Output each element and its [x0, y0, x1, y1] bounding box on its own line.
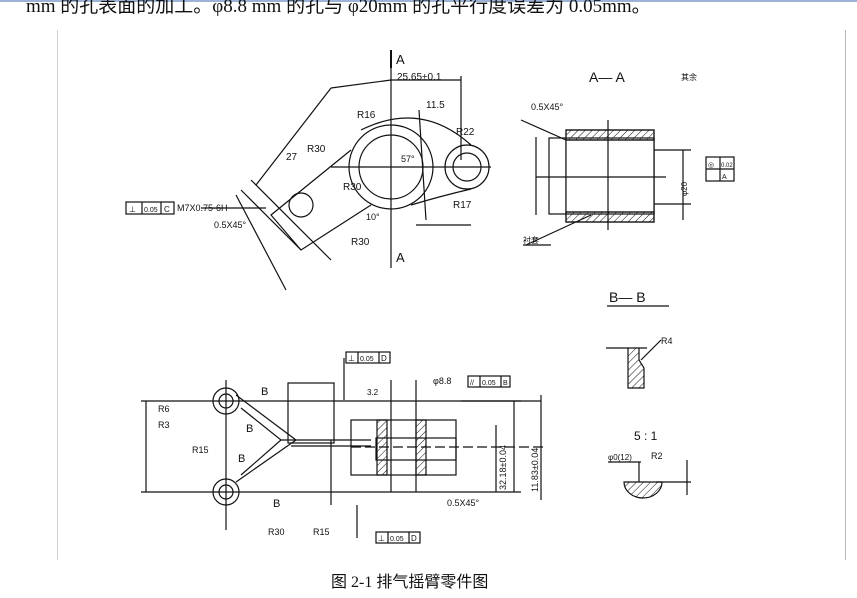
bottom-tol-datum: D	[411, 534, 417, 543]
parallel-value: 0.05	[482, 380, 496, 387]
bottom-chamfer: 0.5X45°	[447, 498, 480, 508]
dim-center-distance: 25.65±0.1	[397, 72, 442, 83]
dim-r30-c: R30	[351, 237, 370, 248]
detail-radius: R2	[651, 451, 663, 461]
dim-r15-a: R15	[192, 445, 209, 455]
bottom-tol-symbol: ⊥	[378, 534, 385, 543]
section-bb-title: B— B	[609, 289, 646, 305]
dim-r17: R17	[453, 200, 472, 211]
dim-phi-8-8: φ8.8	[433, 376, 451, 386]
aa-tol-value: 0.02	[721, 163, 733, 169]
dim-angle-57: 57°	[401, 154, 415, 164]
section-aa-title: A— A	[589, 69, 625, 85]
section-b-b: B— B R4 5 : 1 φ0(12) R2	[606, 289, 691, 499]
engineering-drawing: A A 25.65±0.1 11.5 R16 R22 R30 R30 R30 R…	[125, 50, 735, 544]
dim-27: 27	[286, 152, 298, 163]
aa-chamfer: 0.5X45°	[531, 102, 564, 112]
tol-symbol: ⊥	[129, 205, 136, 214]
b-label-2: B	[246, 423, 253, 435]
dim-r30-a: R30	[307, 144, 326, 155]
bb-radius: R4	[661, 336, 673, 346]
bottom-tol-value: 0.05	[390, 536, 404, 543]
top-tol-symbol: ⊥	[348, 354, 355, 363]
dim-r6: R6	[158, 404, 170, 414]
aa-tol-symbol: ◎	[708, 162, 714, 169]
page-top-rule	[0, 0, 857, 2]
dim-angle-10: 10°	[366, 212, 380, 222]
main-view: A A 25.65±0.1 11.5 R16 R22 R30 R30 R30 R…	[125, 50, 491, 291]
part-drawing-figure: A A 25.65±0.1 11.5 R16 R22 R30 R30 R30 R…	[57, 30, 846, 560]
bottom-view: B B B B R6 R3 R15 R30 R15 32.18±0.04 11.…	[141, 351, 546, 544]
section-a-a: A— A 其余 0.5X45° 衬套 φ20 ◎ 0.02 A	[520, 69, 735, 246]
tol-value: 0.05	[144, 207, 158, 214]
aa-tol-datum: A	[722, 174, 727, 181]
chamfer-callout: 0.5X45°	[214, 220, 247, 230]
parallel-datum: B	[503, 380, 508, 387]
dim-11-5: 11.5	[426, 100, 445, 111]
section-mark-a-bottom: A	[396, 250, 405, 265]
b-label-4: B	[273, 498, 280, 510]
figure-caption: 图 2-1 排气摇臂零件图	[331, 574, 489, 591]
dim-r3: R3	[158, 420, 170, 430]
scale-label: 5 : 1	[634, 429, 658, 443]
dim-r15-b: R15	[313, 527, 330, 537]
section-mark-a-top: A	[396, 52, 405, 67]
detail-dim: φ0(12)	[608, 453, 632, 462]
aa-diameter: φ20	[680, 181, 689, 196]
dim-r22: R22	[456, 127, 475, 138]
paragraph-text: mm 的孔表面的加工。φ8.8 mm 的孔与 φ20mm 的孔平行度误差为 0.…	[26, 0, 651, 17]
dim-r30: R30	[268, 527, 285, 537]
material-note: 衬套	[523, 235, 539, 245]
parallel-symbol: //	[470, 380, 474, 387]
roughness-3-2: 3.2	[367, 388, 379, 397]
top-tol-value: 0.05	[360, 356, 374, 363]
b-label-3: B	[238, 453, 245, 465]
dim-11-83: 11.83±0.04	[530, 448, 540, 492]
tol-datum: C	[164, 205, 170, 214]
dim-r30-b: R30	[343, 182, 362, 193]
roughness-note: 其余	[681, 72, 697, 82]
dim-32-18: 32.18±0.04	[498, 445, 508, 490]
dim-r16: R16	[357, 110, 376, 121]
top-tol-datum: D	[381, 354, 387, 363]
thread-callout: M7X0.75-6H	[177, 203, 228, 213]
b-label-1: B	[261, 386, 268, 398]
